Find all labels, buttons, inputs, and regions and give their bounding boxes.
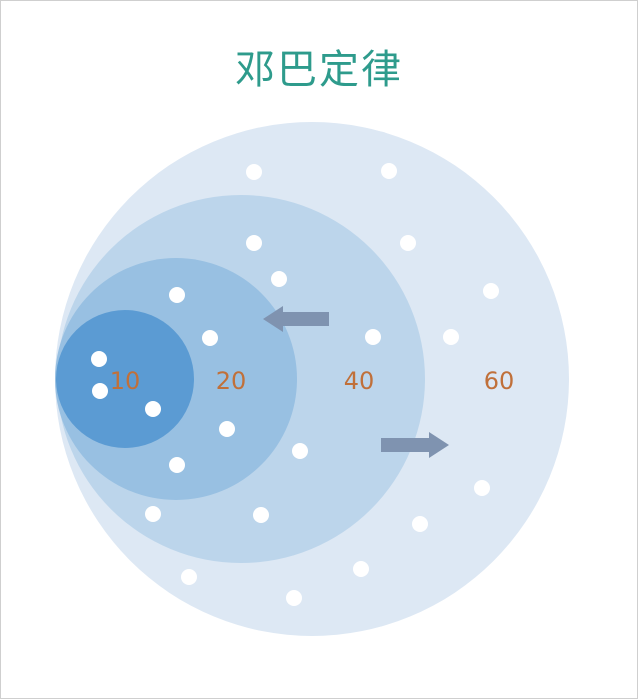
member-dot: [253, 507, 269, 523]
member-dot: [145, 506, 161, 522]
member-dot: [145, 401, 161, 417]
member-dot: [91, 351, 107, 367]
member-dot: [286, 590, 302, 606]
member-dot: [219, 421, 235, 437]
member-dot: [483, 283, 499, 299]
member-dot: [474, 480, 490, 496]
member-dot: [365, 329, 381, 345]
member-dot: [246, 235, 262, 251]
member-dot: [381, 163, 397, 179]
member-dot: [246, 164, 262, 180]
member-dot: [92, 383, 108, 399]
member-dot: [169, 457, 185, 473]
outward-arrow: [381, 432, 449, 458]
member-dots: [91, 163, 499, 606]
member-dot: [443, 329, 459, 345]
page-title: 邓巴定律: [235, 47, 403, 93]
member-dot: [202, 330, 218, 346]
ring-label-60: 60: [484, 367, 515, 395]
ring-label-20: 20: [216, 367, 247, 395]
member-dot: [400, 235, 416, 251]
member-dot: [271, 271, 287, 287]
ring-label-40: 40: [344, 367, 375, 395]
member-dot: [181, 569, 197, 585]
inward-arrow: [263, 306, 329, 332]
ring-label-10: 10: [110, 367, 141, 395]
member-dot: [412, 516, 428, 532]
member-dot: [353, 561, 369, 577]
member-dot: [292, 443, 308, 459]
member-dot: [169, 287, 185, 303]
